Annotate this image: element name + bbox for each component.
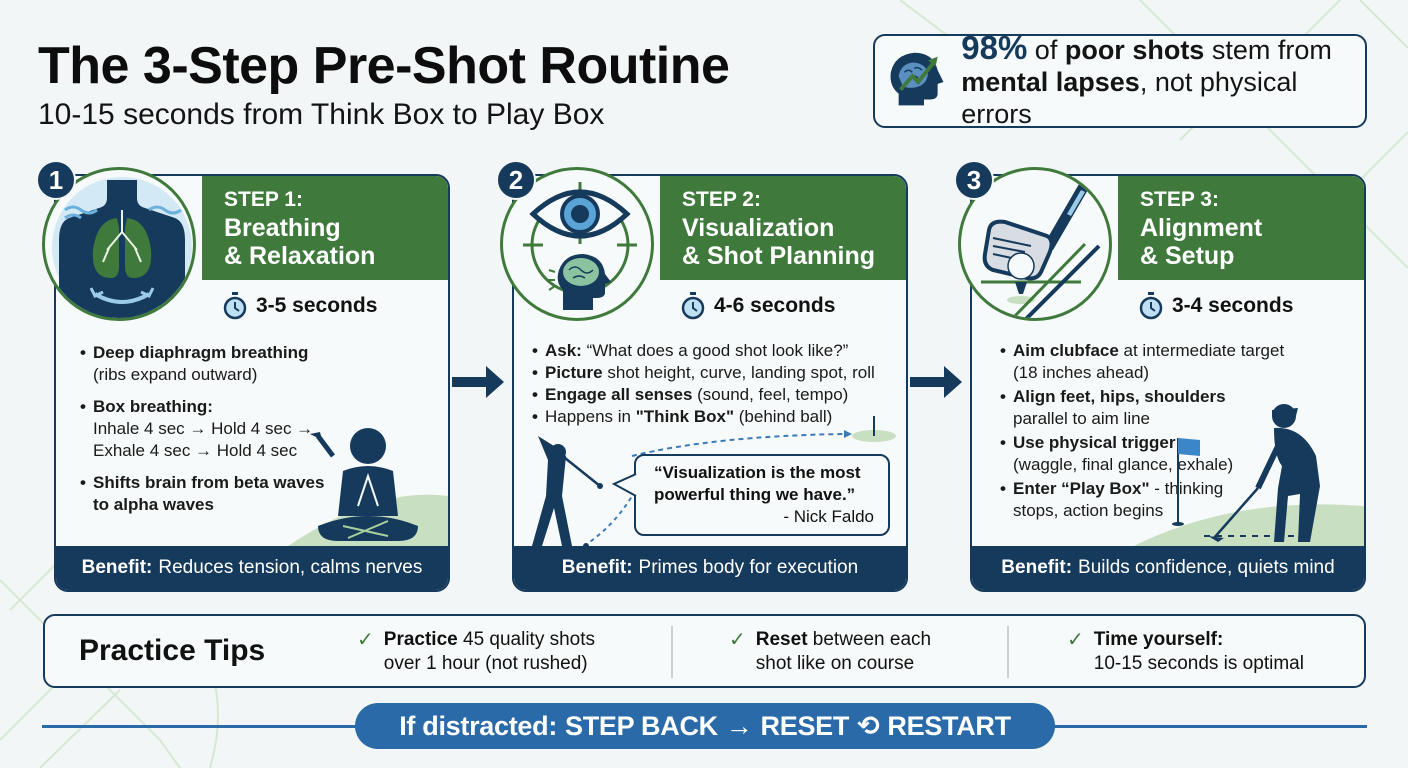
step-name: Alignment & Setup bbox=[1140, 214, 1263, 270]
stopwatch-icon bbox=[1139, 292, 1163, 320]
quote-text: “Visualization is the most powerful thin… bbox=[654, 463, 861, 504]
distraction-banner: If distracted: STEP BACK → RESET ⟲ RESTA… bbox=[355, 703, 1055, 749]
step-bullets: Ask: “What does a good shot look like?” … bbox=[532, 340, 875, 428]
arrow-right-icon bbox=[452, 366, 504, 398]
bullet: Box breathing:Inhale 4 sec → Hold 4 sec … bbox=[80, 396, 330, 462]
bullet: Shifts brain from beta waves to alpha wa… bbox=[80, 472, 330, 516]
step-header: STEP 3: Alignment & Setup bbox=[1118, 176, 1364, 280]
stat-text: stem from bbox=[1204, 35, 1332, 65]
bullet: Engage all senses (sound, feel, tempo) bbox=[532, 384, 875, 406]
benefit-label: Benefit: bbox=[81, 557, 153, 578]
banner-restart: RESTART bbox=[887, 710, 1011, 741]
step-card-1: STEP 1: Breathing & Relaxation 3-5 secon… bbox=[54, 174, 450, 592]
bullet: Ask: “What does a good shot look like?” bbox=[532, 340, 875, 362]
swinging-golfer-illustration bbox=[532, 416, 896, 549]
club-ball-alignment-icon bbox=[981, 184, 1101, 318]
golfer-addressing-ball-illustration bbox=[1134, 404, 1364, 546]
step-header: STEP 2: Visualization & Shot Planning bbox=[660, 176, 906, 280]
duration-text: 4-6 seconds bbox=[714, 294, 836, 317]
banner-reset: RESET bbox=[760, 710, 850, 741]
step-label: STEP 3: bbox=[1140, 188, 1219, 211]
stat-text: , not physical errors bbox=[961, 67, 1298, 129]
bullet: Aim clubface at intermediate target(18 i… bbox=[1000, 340, 1284, 384]
bullet: Happens in "Think Box" (behind ball) bbox=[532, 406, 875, 428]
stopwatch-icon bbox=[681, 292, 705, 320]
practice-tips-title: Practice Tips bbox=[79, 634, 266, 667]
checkmark-icon: ✓ bbox=[357, 629, 374, 651]
benefit-bar: Benefit:Primes body for execution bbox=[514, 546, 906, 590]
checkmark-icon: ✓ bbox=[729, 629, 746, 651]
brain-growth-icon bbox=[890, 52, 944, 106]
benefit-bar: Benefit:Reduces tension, calms nerves bbox=[56, 546, 448, 590]
benefit-bar: Benefit:Builds confidence, quiets mind bbox=[972, 546, 1364, 590]
eye-target-brain-icon bbox=[523, 182, 637, 310]
arrow-right-icon bbox=[910, 366, 962, 398]
step-number-badge: 2 bbox=[496, 160, 536, 200]
quote-bubble: “Visualization is the most powerful thin… bbox=[634, 454, 890, 536]
cycle-icon: ⟲ bbox=[857, 710, 880, 741]
stat-callout: 98% of poor shots stem from mental lapse… bbox=[873, 31, 1367, 129]
stat-bold: mental lapses bbox=[961, 67, 1140, 97]
benefit-label: Benefit: bbox=[1001, 557, 1073, 578]
stat-percent: 98% bbox=[961, 29, 1028, 66]
step-number-badge: 1 bbox=[36, 160, 76, 200]
tip-item: ✓ Time yourself:10-15 seconds is optimal bbox=[1067, 629, 1304, 674]
bullet: Deep diaphragm breathing(ribs expand out… bbox=[80, 342, 330, 386]
meditating-golfer-illustration bbox=[288, 428, 448, 546]
divider bbox=[671, 626, 673, 678]
duration-text: 3-4 seconds bbox=[1172, 294, 1294, 317]
duration: 3-5 seconds bbox=[222, 292, 377, 320]
checkmark-icon: ✓ bbox=[1067, 629, 1084, 651]
duration: 4-6 seconds bbox=[680, 292, 835, 320]
step-icon-circle bbox=[500, 167, 654, 321]
stat-text: of bbox=[1027, 35, 1065, 65]
step-bullets: Deep diaphragm breathing(ribs expand out… bbox=[80, 342, 330, 522]
duration-text: 3-5 seconds bbox=[256, 294, 378, 317]
step-number-badge: 3 bbox=[954, 160, 994, 200]
quote-tail bbox=[612, 473, 637, 497]
bullet: Picture shot height, curve, landing spot… bbox=[532, 362, 875, 384]
benefit-text: Reduces tension, calms nerves bbox=[158, 557, 423, 578]
benefit-text: Primes body for execution bbox=[638, 557, 859, 578]
banner-prefix: If distracted: bbox=[399, 710, 558, 741]
step-name: Breathing & Relaxation bbox=[224, 214, 376, 270]
step-card-2: STEP 2: Visualization & Shot Planning 4-… bbox=[512, 174, 908, 592]
step-name: Visualization & Shot Planning bbox=[682, 214, 876, 270]
step-label: STEP 2: bbox=[682, 188, 761, 211]
quote-author: - Nick Faldo bbox=[783, 507, 874, 526]
duration: 3-4 seconds bbox=[1138, 292, 1293, 320]
page-subtitle: 10-15 seconds from Think Box to Play Box bbox=[38, 98, 605, 131]
step-icon-circle bbox=[42, 167, 196, 321]
arrow-right-icon: → bbox=[725, 710, 753, 741]
step-bullets: Aim clubface at intermediate target(18 i… bbox=[1000, 340, 1284, 524]
lungs-body-icon bbox=[52, 177, 192, 318]
page-title: The 3-Step Pre-Shot Routine bbox=[38, 37, 730, 95]
banner-step-back: STEP BACK bbox=[565, 710, 718, 741]
benefit-label: Benefit: bbox=[561, 557, 633, 578]
stopwatch-icon bbox=[223, 292, 247, 320]
stat-bold: poor shots bbox=[1064, 35, 1205, 65]
step-header: STEP 1: Breathing & Relaxation bbox=[202, 176, 448, 280]
divider bbox=[1007, 626, 1009, 678]
benefit-text: Builds confidence, quiets mind bbox=[1078, 557, 1335, 578]
step-label: STEP 1: bbox=[224, 188, 303, 211]
practice-tips-panel: Practice Tips ✓ Practice 45 quality shot… bbox=[43, 614, 1366, 688]
